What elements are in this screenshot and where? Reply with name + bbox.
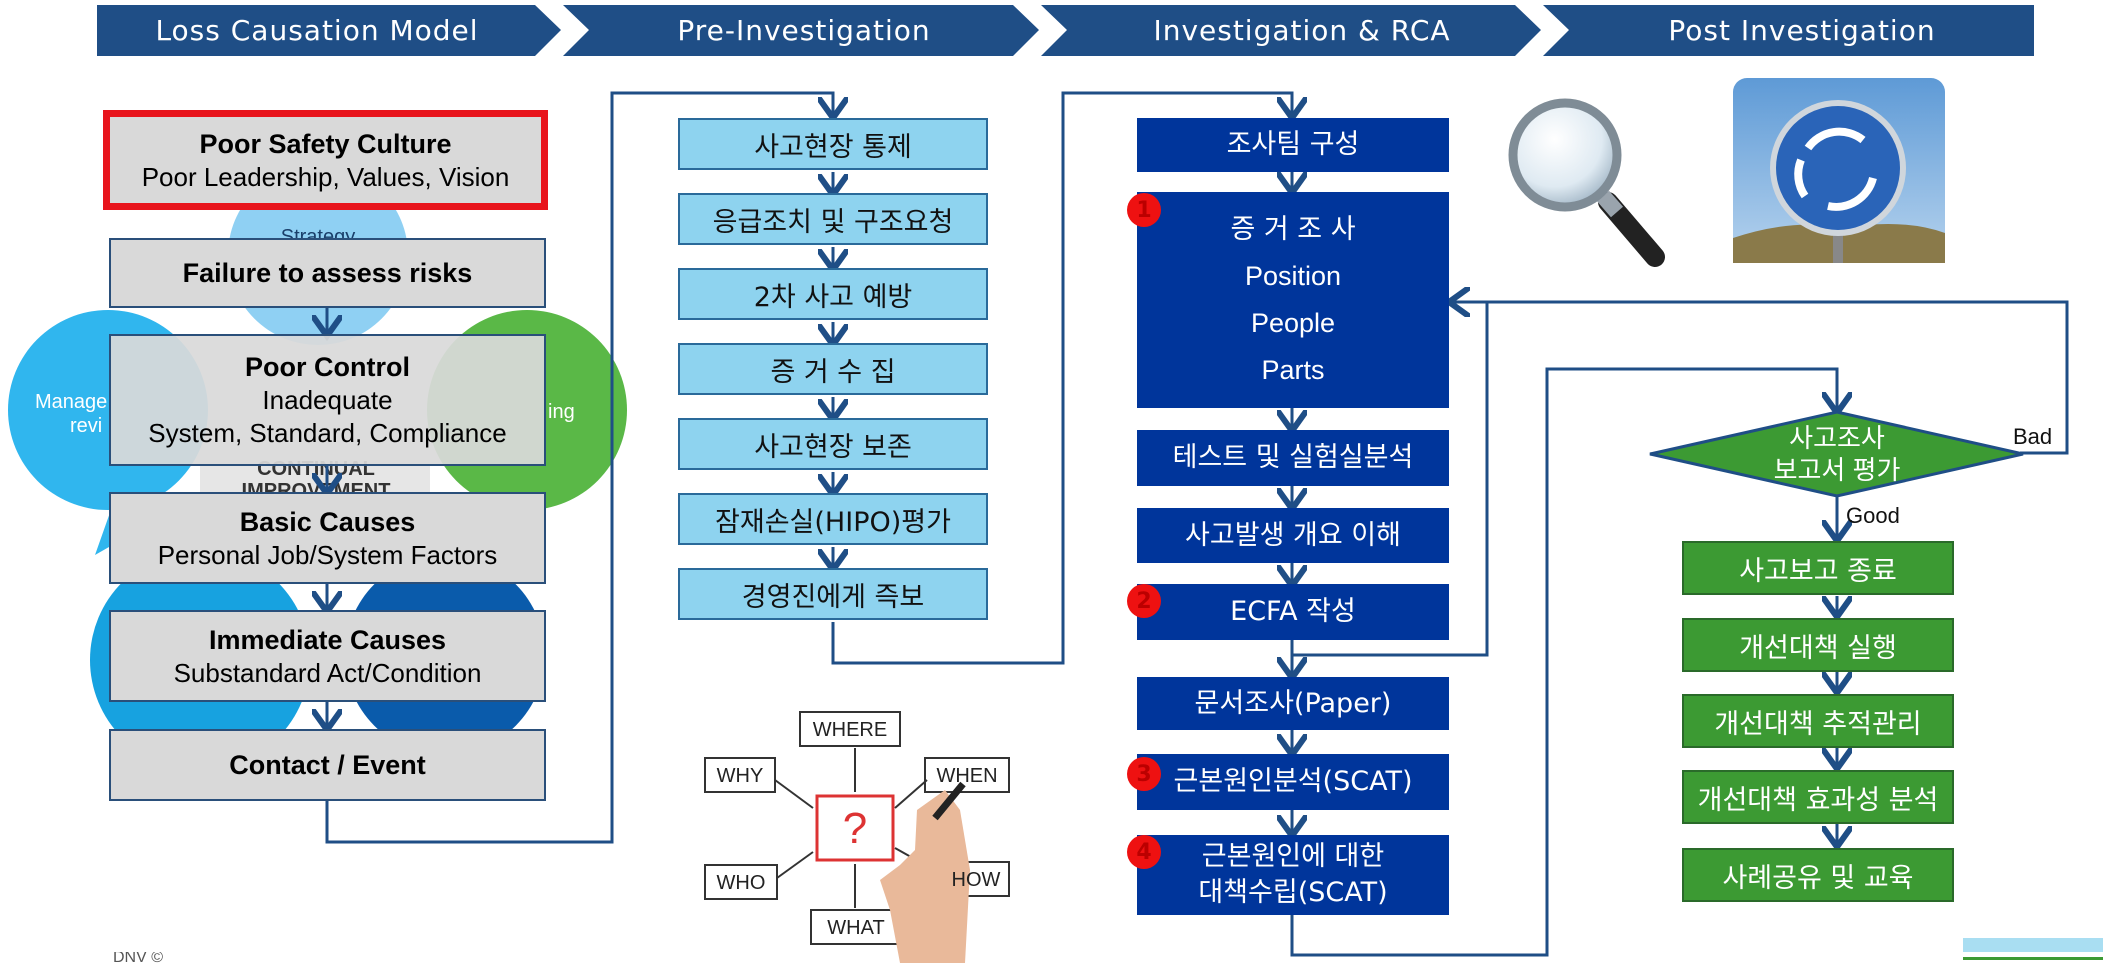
inv-measure-line-2: 대책수립(SCAT): [1198, 877, 1388, 908]
phase-chevron-3: [1041, 5, 1541, 56]
pre-step-6: 잠재손실(HIPO)평가: [678, 493, 988, 545]
wb-box-who: [704, 864, 778, 900]
step-badge-2: 2: [1127, 584, 1161, 618]
wb-text-why: WHY: [717, 765, 764, 787]
inv-paper: 문서조사(Paper): [1137, 677, 1449, 730]
step-badge-3: 3: [1127, 757, 1161, 791]
pre-step-2: 응급조치 및 구조요청: [678, 193, 988, 245]
wb-text-how: HOW: [952, 869, 1001, 891]
immediate-title: Immediate Causes: [208, 624, 447, 655]
good-label: Good: [1846, 503, 1900, 528]
step-badge-1: 1: [1127, 193, 1161, 227]
inv-evidence-title: 증 거 조 사: [1230, 214, 1356, 245]
inv-team-label: 조사팀 구성: [1226, 129, 1360, 160]
basic-desc: Personal Job/System Factors: [157, 539, 498, 570]
bad-label: Bad: [2013, 424, 2053, 449]
cycle-label-right: ing: [548, 401, 575, 423]
control-desc-2: System, Standard, Compliance: [148, 418, 507, 448]
pre-step-3: 2차 사고 예방: [678, 268, 988, 320]
roundabout-sign-image: [1733, 78, 1945, 263]
inv-team: 조사팀 구성: [1137, 118, 1449, 172]
control-title: Poor Control: [245, 352, 410, 382]
step-badge-4: 4: [1127, 835, 1161, 869]
loss-model-box-culture: Poor Safety Culture Poor Leadership, Val…: [103, 110, 548, 210]
post-step-4: 개선대책 효과성 분석: [1682, 770, 1954, 824]
phase-chevron-4: [1543, 5, 2034, 56]
cycle-label-left-1: Manage: [35, 391, 107, 413]
magnifier-icon: [1508, 98, 1665, 267]
basic-title: Basic Causes: [239, 506, 416, 537]
wb-box-question: [815, 794, 895, 862]
inv-evidence-parts: Parts: [1261, 355, 1325, 385]
decision-line-1: 사고조사: [1789, 423, 1885, 453]
inv-test: 테스트 및 실험실분석: [1137, 430, 1449, 486]
pre-step-1: 사고현장 통제: [678, 118, 988, 170]
inv-scat-label: 근본원인분석(SCAT): [1173, 766, 1413, 797]
wb-hand: [880, 790, 970, 963]
phase-chevron-1: [97, 5, 561, 56]
report-decision-diamond: 사고조사 보고서 평가: [1649, 410, 2024, 498]
wb-marker: [932, 781, 966, 821]
decision-line-2: 보고서 평가: [1774, 455, 1901, 485]
post-step-1: 사고보고 종료: [1682, 541, 1954, 595]
pre-step-5: 사고현장 보존: [678, 418, 988, 470]
culture-desc: Poor Leadership, Values, Vision: [141, 161, 510, 192]
inv-ecfa-label: ECFA 작성: [1230, 596, 1356, 627]
inv-measure: 근본원인에 대한 대책수립(SCAT): [1137, 835, 1449, 915]
loss-model-box-control: Poor Control Inadequate System, Standard…: [109, 334, 546, 466]
inv-evidence-position: Position: [1244, 261, 1342, 291]
pre-step-4: 증 거 수 집: [678, 343, 988, 395]
inv-measure-line-1: 근본원인에 대한: [1201, 841, 1385, 872]
five-w-whiteboard-image: WHERE WHY WHEN WHO HOW WHAT ?: [704, 711, 1010, 963]
cycle-label-left-2: revi: [70, 415, 102, 437]
wb-box-when: [924, 757, 1010, 793]
footer-accent-line: [1963, 957, 2103, 960]
control-desc-1: Inadequate: [262, 385, 393, 415]
footer-accent-bar: [1963, 938, 2103, 952]
wb-box-where: [799, 711, 901, 747]
inv-ecfa: ECFA 작성: [1137, 584, 1449, 640]
inv-overview: 사고발생 개요 이해: [1137, 508, 1449, 563]
event-title: Contact / Event: [229, 750, 426, 780]
wb-text-what: WHAT: [827, 917, 884, 939]
phase-loss-causation: Loss Causation Model: [155, 14, 479, 47]
inv-overview-label: 사고발생 개요 이해: [1185, 519, 1401, 551]
post-step-3: 개선대책 추적관리: [1682, 694, 1954, 748]
wb-box-why: [704, 757, 776, 793]
phase-investigation-rca: Investigation & RCA: [1153, 14, 1451, 47]
inv-test-label: 테스트 및 실험실분석: [1172, 442, 1414, 473]
phase-chevron-2: [563, 5, 1039, 56]
inv-paper-label: 문서조사(Paper): [1194, 687, 1392, 719]
wb-text-when: WHEN: [936, 765, 997, 787]
post-step-2: 개선대책 실행: [1682, 618, 1954, 672]
footer-copyright: DNV ©: [113, 952, 164, 963]
phase-pre-investigation: Pre-Investigation: [677, 14, 931, 47]
inv-scat: 근본원인분석(SCAT): [1137, 754, 1449, 810]
phase-post-investigation: Post Investigation: [1668, 14, 1936, 47]
loss-model-box-basic: Basic Causes Personal Job/System Factors: [109, 492, 546, 584]
inv-evidence-people: People: [1250, 308, 1336, 338]
loss-model-box-risks: Failure to assess risks: [109, 238, 546, 308]
loss-model-box-event: Contact / Event: [109, 729, 546, 801]
immediate-desc: Substandard Act/Condition: [173, 657, 482, 688]
wb-text-question: ?: [843, 804, 867, 853]
culture-title: Poor Safety Culture: [199, 128, 452, 159]
wb-text-where: WHERE: [813, 719, 887, 741]
inv-evidence: 증 거 조 사 Position People Parts: [1137, 192, 1449, 408]
risks-title: Failure to assess risks: [182, 258, 473, 288]
post-step-5: 사례공유 및 교육: [1682, 848, 1954, 902]
pre-step-7: 경영진에게 즉보: [678, 568, 988, 620]
wb-text-who: WHO: [717, 872, 766, 894]
loss-model-box-immediate: Immediate Causes Substandard Act/Conditi…: [109, 610, 546, 702]
phase-header-bar: [97, 5, 2034, 56]
